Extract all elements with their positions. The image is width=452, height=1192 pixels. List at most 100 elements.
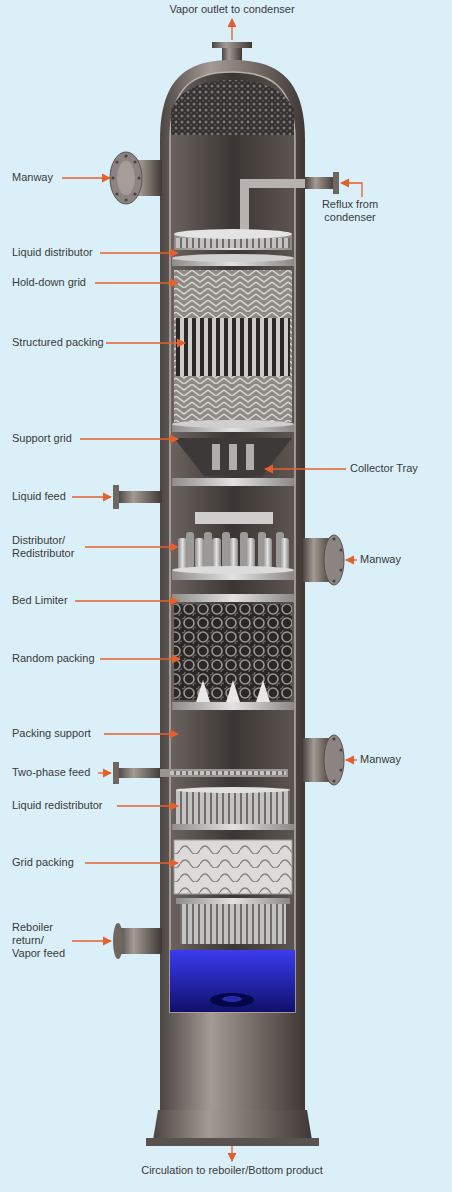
bed-limiter (172, 594, 294, 602)
column-shell (153, 1110, 312, 1140)
part-label: Packing support (12, 727, 91, 740)
liquid-sump (222, 996, 242, 1002)
distributor-redistributor (280, 538, 289, 572)
cutaway-interior (170, 72, 295, 1012)
reflux-pipe (305, 177, 335, 189)
collector-tray (172, 478, 294, 486)
liquid-redistributor (176, 787, 290, 793)
part-label: Distributor/ Redistributor (12, 534, 92, 560)
reflux-pipe (333, 172, 339, 194)
leader-arrows (95, 282, 178, 283)
distributor-redistributor (195, 512, 273, 524)
manway-flange (332, 579, 335, 582)
leader-arrows (72, 496, 111, 497)
part-label: Support grid (12, 432, 72, 445)
liquid-distributor (176, 238, 290, 248)
manway-flange (339, 568, 342, 571)
reboiler-return-nozzle (113, 923, 162, 959)
leader-arrows (85, 546, 178, 547)
part-label: Two-phase feed (12, 766, 90, 779)
part-label: Manway (360, 753, 401, 766)
leader-arrows (72, 940, 111, 941)
manway-flange (332, 537, 335, 540)
leader-arrows (231, 19, 232, 40)
collector-tray (172, 438, 294, 486)
liquid-redistributor (176, 790, 290, 826)
leader-arrows (85, 862, 178, 863)
top-nozzle (212, 42, 252, 48)
manway-flange (339, 748, 342, 751)
support-grid (172, 420, 294, 428)
column-shell (146, 1138, 319, 1146)
part-label: Liquid redistributor (12, 799, 103, 812)
two-phase-feed-nozzle (170, 771, 286, 775)
two-phase-feed-nozzle (113, 762, 288, 784)
bed-limiter (172, 594, 294, 602)
distributor-redistributor (172, 512, 294, 580)
leader-arrows (117, 805, 178, 806)
structured-packing (176, 318, 290, 376)
part-label: Hold-down grid (12, 276, 86, 289)
liquid-distributor (174, 229, 292, 250)
support-grid (172, 420, 294, 432)
grid-packing (174, 840, 292, 894)
part-label: Manway (360, 553, 401, 566)
manway-flange (111, 176, 114, 179)
hold-down-grid (172, 254, 294, 266)
leader-arrows (100, 252, 178, 253)
two-phase-feed-nozzle (118, 768, 162, 778)
part-label: Structured packing (12, 336, 104, 349)
distributor-redistributor (178, 538, 187, 572)
liquid-sump (210, 993, 254, 1007)
column-shell (160, 60, 305, 1115)
top-nozzle (222, 46, 242, 62)
collector-tray (229, 444, 237, 470)
manway-flange (303, 735, 344, 785)
cutaway-interior (170, 72, 295, 1012)
collector-tray (246, 444, 254, 470)
packing-support (172, 680, 294, 710)
manway-flange (133, 160, 136, 163)
part-label: Liquid feed (12, 490, 66, 503)
distributor-redistributor (186, 532, 194, 568)
cutaway-interior (170, 72, 295, 1012)
manway-flange (115, 192, 118, 195)
liquid-redistributor (172, 824, 294, 830)
grid-packing (174, 840, 292, 894)
demister-pad (171, 80, 294, 135)
manway-flange (124, 198, 127, 201)
manway-flange (137, 176, 140, 179)
liquid-distributor (174, 229, 292, 239)
leader-arrows (346, 759, 357, 760)
packing-support (256, 680, 270, 702)
vapor-inlet-device (180, 904, 286, 944)
manway-flange (324, 735, 344, 785)
demister-pad (171, 80, 294, 135)
leader-arrows (231, 1146, 232, 1161)
grid-packing (174, 840, 292, 894)
manway-flange (133, 192, 136, 195)
reflux-pipe (240, 179, 249, 231)
vapor-inlet-device (176, 898, 290, 904)
structured-packing (174, 270, 292, 422)
distributor-redistributor (222, 532, 230, 568)
structured-packing (174, 270, 292, 422)
hold-down-grid (172, 254, 294, 262)
manway-flange (324, 535, 344, 585)
manway-flange (303, 535, 344, 585)
leader-arrows (62, 19, 362, 1161)
part-label: Bed Limiter (12, 594, 68, 607)
part-label: Reflux from condenser (310, 198, 390, 224)
manway-flange (124, 154, 127, 157)
leader-arrows (346, 559, 357, 560)
leader-arrows (100, 658, 180, 659)
two-phase-feed-nozzle (160, 769, 288, 777)
manway-flange (117, 161, 135, 195)
leader-arrows (62, 177, 110, 178)
reboiler-return-nozzle (118, 928, 162, 954)
leader-arrows (75, 600, 178, 601)
leader-arrows (106, 342, 185, 343)
